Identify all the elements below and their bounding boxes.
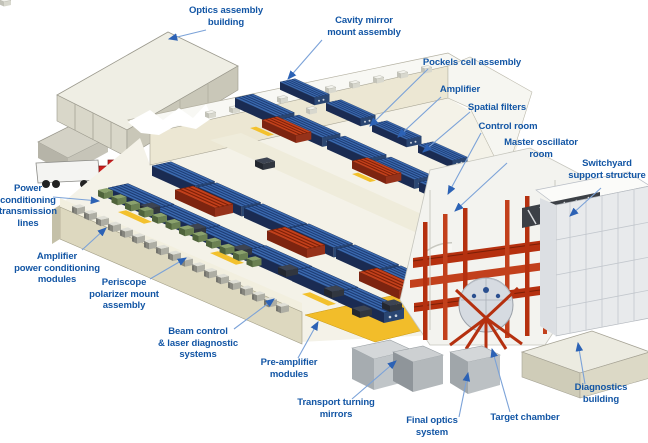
label-beam-control-laser-diagnostic-systems: Beam control & laser diagnostic systems — [157, 326, 239, 361]
arrow-target-chamber — [490, 347, 511, 413]
arrow-amplifier — [397, 96, 442, 138]
label-amplifier: Amplifier — [439, 84, 481, 95]
label-pockels-cell-assembly: Pockels cell assembly — [422, 57, 522, 68]
label-optics-assembly-building: Optics assembly building — [188, 5, 264, 28]
arrow-master-oscillator-room — [454, 162, 508, 212]
arrow-amplifier-power-conditioning-modules — [81, 227, 107, 251]
arrow-control-room — [447, 132, 482, 195]
arrow-pre-amplifier-modules — [297, 321, 319, 359]
arrow-cavity-mirror-mount-assembly — [287, 39, 323, 80]
arrow-diagnostics-building — [575, 341, 586, 385]
arrow-transport-turning-mirrors — [351, 360, 397, 400]
switchyard-support-structure-shape — [522, 171, 648, 337]
label-target-chamber: Target chamber — [490, 412, 560, 423]
arrow-spatial-filters — [422, 111, 471, 153]
label-master-oscillator-room: Master oscillator room — [504, 137, 578, 160]
label-periscope-polarizer-mount-assembly: Periscope polarizer mount assembly — [89, 277, 159, 312]
arrow-final-optics-system — [458, 371, 471, 418]
label-final-optics-system: Final optics system — [406, 415, 458, 438]
label-transport-turning-mirrors: Transport turning mirrors — [297, 397, 375, 420]
leader-arrows — [52, 29, 602, 418]
label-switchyard-support-structure: Switchyard support structure — [568, 158, 646, 181]
arrow-power-conditioning-transmission-lines — [52, 196, 101, 205]
label-control-room: Control room — [478, 121, 538, 132]
label-cavity-mirror-mount-assembly: Cavity mirror mount assembly — [327, 15, 401, 38]
label-diagnostics-building: Diagnostics building — [574, 382, 628, 405]
arrow-switchyard-support-structure — [569, 187, 602, 217]
transport-and-final-optics-shapes — [351, 339, 501, 394]
label-amplifier-power-conditioning-modules: Amplifier power conditioning modules — [14, 251, 100, 286]
label-spatial-filters: Spatial filters — [467, 102, 527, 113]
label-power-conditioning-transmission-lines: Power conditioning transmission lines — [0, 183, 57, 229]
arrow-optics-assembly-building — [167, 29, 207, 41]
arrow-pockels-cell-assembly — [369, 68, 429, 127]
arrow-periscope-polarizer-mount-assembly — [149, 257, 187, 280]
label-pre-amplifier-modules: Pre-amplifier modules — [260, 357, 318, 380]
arrow-beam-control-laser-diagnostic-systems — [233, 298, 275, 330]
diagnostics-building-shape — [520, 330, 648, 399]
